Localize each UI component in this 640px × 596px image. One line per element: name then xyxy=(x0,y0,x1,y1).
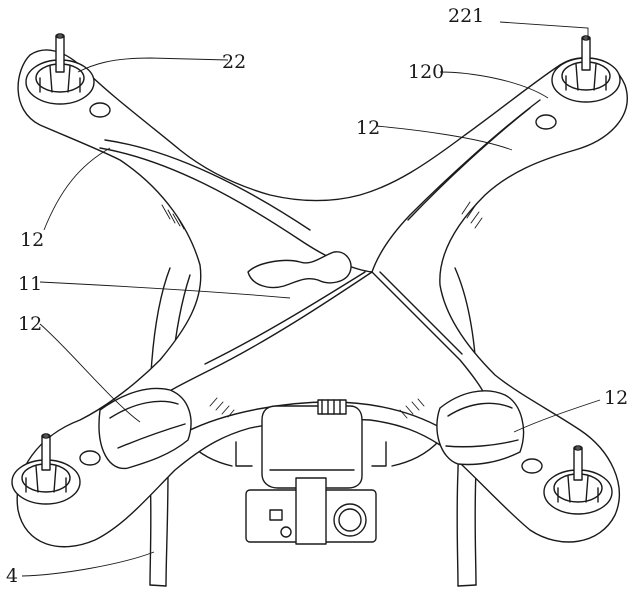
ref-label-120: 120 xyxy=(408,61,444,83)
ref-label-12-upper-right: 12 xyxy=(356,117,380,139)
arm-indicators xyxy=(79,102,557,474)
battery-cover xyxy=(247,251,352,289)
ref-label-12-lower-left: 12 xyxy=(18,313,42,335)
leader-lines xyxy=(21,21,601,577)
motor-top-left xyxy=(25,33,95,105)
ref-label-12-upper-left: 12 xyxy=(20,229,44,251)
arm-sleeve-lower-left xyxy=(98,387,192,470)
ref-label-4: 4 xyxy=(6,565,18,587)
vent-slots xyxy=(161,201,483,419)
arm-sleeve-lower-right xyxy=(436,390,525,466)
ref-label-221: 221 xyxy=(448,5,484,27)
motor-top-right xyxy=(551,35,621,103)
ref-label-12-lower-right: 12 xyxy=(604,387,628,409)
ref-label-22: 22 xyxy=(222,51,246,73)
motor-bottom-right xyxy=(543,445,613,515)
gimbal-camera xyxy=(235,399,387,545)
reference-numerals: 221 22 120 12 12 11 12 12 4 xyxy=(6,5,628,587)
motor-bottom-left xyxy=(11,433,81,505)
ref-label-11: 11 xyxy=(18,273,42,295)
